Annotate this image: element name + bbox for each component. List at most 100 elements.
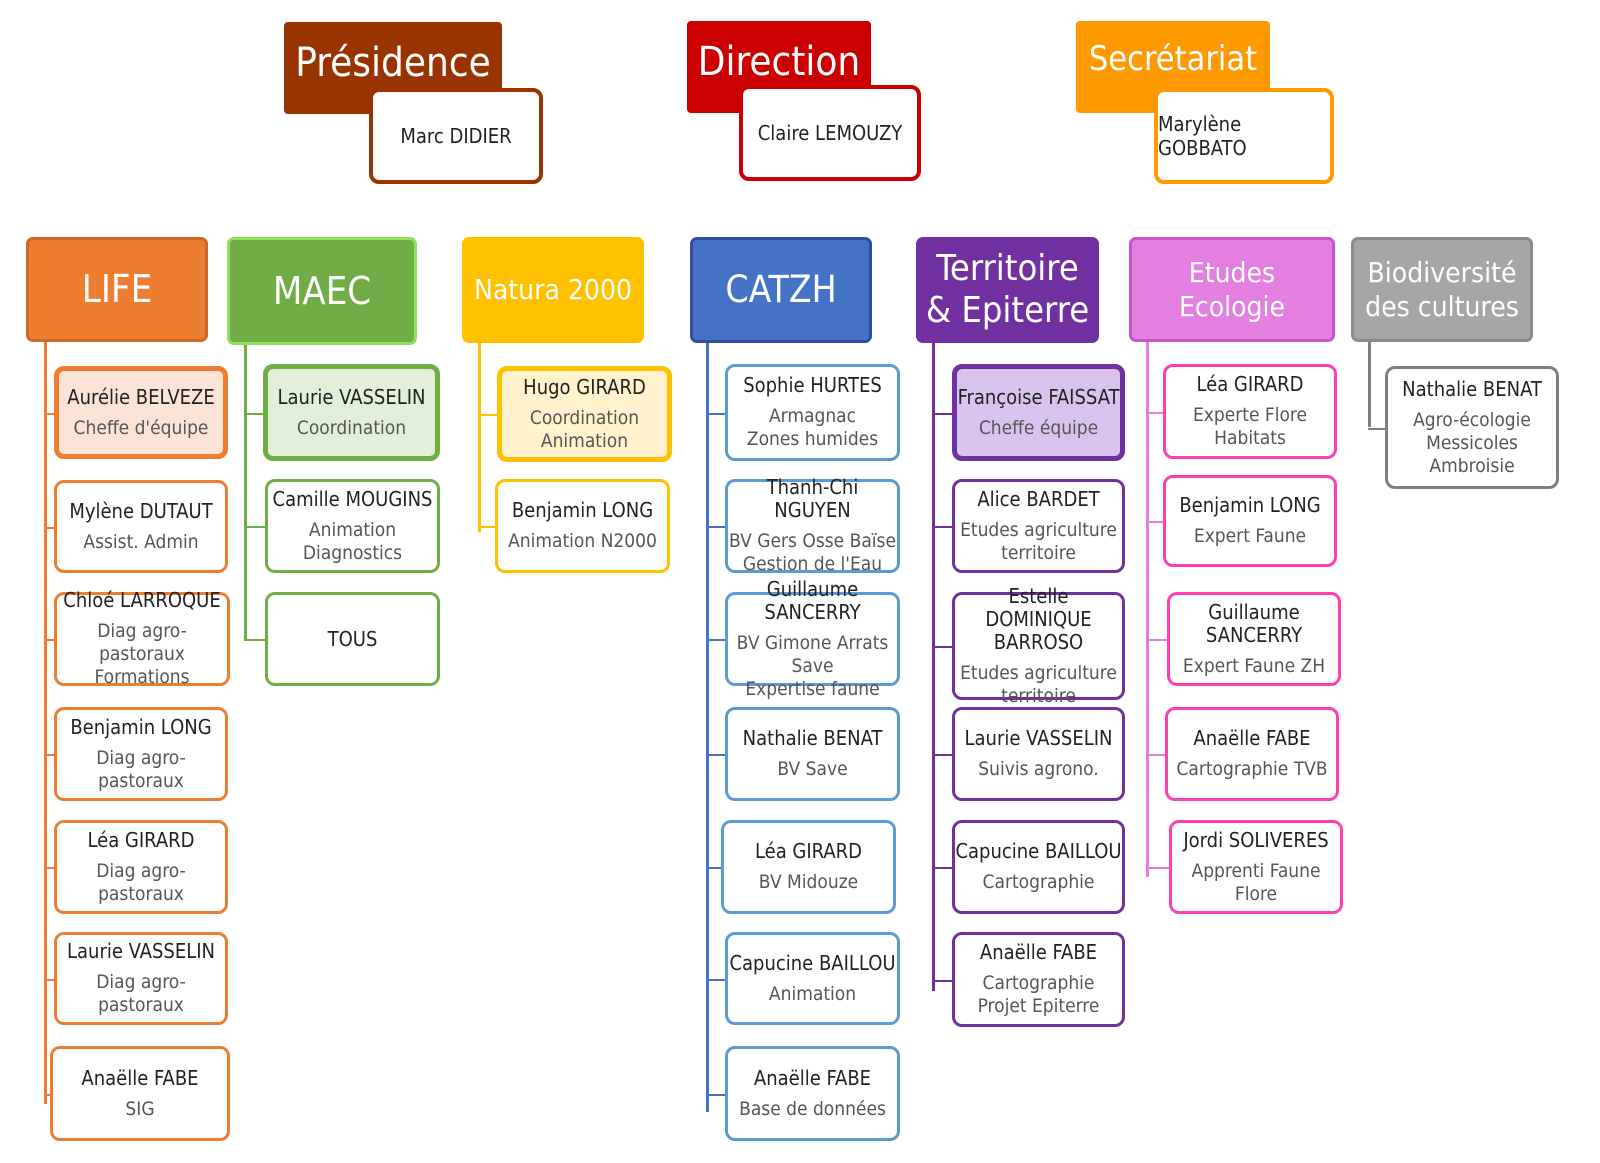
- etudes-branch-line: [1146, 412, 1163, 414]
- member-name: Laurie VASSELIN: [277, 384, 426, 409]
- catzh-branch-line: [706, 526, 725, 528]
- life-branch-line: [44, 527, 54, 529]
- member-name: Laurie VASSELIN: [964, 726, 1113, 750]
- member-name: Anaëlle FABE: [753, 1065, 872, 1090]
- catzh-branch-line: [706, 1094, 725, 1096]
- member-name: Guillaume SANCERRY: [1205, 599, 1303, 647]
- member-name: Léa GIRARD: [1196, 372, 1304, 396]
- member-role: Expert Faune ZH: [1182, 654, 1326, 677]
- life-branch-line: [44, 1094, 50, 1096]
- member-name: Estelle DOMINIQUE BARROSO: [985, 583, 1092, 654]
- member-role: BV Gers Osse Baïse Gestion de l'Eau: [729, 530, 896, 575]
- member-name: Benjamin LONG: [70, 714, 212, 739]
- life-member-card: Mylène DUTAUT Assist. Admin: [54, 480, 228, 573]
- member-name: Guillaume SANCERRY: [764, 576, 861, 624]
- territoire-branch-line: [932, 754, 952, 756]
- territoire-member-card: Anaëlle FABE Cartographie Projet Epiterre: [952, 932, 1125, 1027]
- member-name: Benjamin LONG: [511, 498, 654, 522]
- member-role: Animation Diagnostics: [302, 518, 403, 564]
- natura-header: Natura 2000: [462, 237, 644, 343]
- member-name: Laurie VASSELIN: [67, 939, 215, 963]
- member-role: Etudes agriculture territoire: [960, 518, 1117, 564]
- life-branch-line: [44, 413, 54, 415]
- member-role: Expert Faune: [1193, 525, 1307, 547]
- territoire-branch-line: [932, 413, 952, 415]
- direction-name: Claire LEMOUZY: [757, 121, 903, 145]
- member-name: Jordi SOLIVERES: [1183, 827, 1329, 852]
- maec-title: MAEC: [272, 268, 372, 313]
- member-name: TOUS: [327, 626, 378, 651]
- member-role: Base de données: [739, 1097, 886, 1120]
- member-role: Cheffe d'équipe: [73, 416, 209, 439]
- biodiversite-branch-line: [1368, 428, 1385, 430]
- member-role: Diag agro-pastoraux: [96, 859, 186, 905]
- territoire-branch-line: [932, 646, 952, 648]
- member-name: Alice BARDET: [977, 486, 1100, 511]
- maec-member-card: Camille MOUGINS Animation Diagnostics: [265, 479, 440, 573]
- territoire-branch-line: [932, 526, 952, 528]
- maec-connector: [244, 344, 247, 640]
- direction-title: Direction: [697, 39, 861, 85]
- catzh-branch-line: [706, 867, 721, 869]
- member-role: Etudes agriculture territoire: [960, 661, 1117, 707]
- territoire-branch-line: [932, 867, 952, 869]
- maec-branch-line: [244, 639, 265, 641]
- member-role: Cartographie TVB: [1176, 758, 1328, 780]
- presidence-title: Présidence: [295, 40, 491, 86]
- member-name: Mylène DUTAUT: [69, 498, 213, 523]
- natura-branch-line: [478, 526, 495, 528]
- member-name: Anaëlle FABE: [81, 1065, 199, 1090]
- catzh-member-card: Anaëlle FABE Base de données: [725, 1046, 900, 1141]
- territoire-header: Territoire & Epiterre: [916, 237, 1099, 343]
- member-name: Sophie HURTES: [743, 373, 882, 397]
- territoire-branch-line: [932, 980, 952, 982]
- territoire-member-card: Estelle DOMINIQUE BARROSO Etudes agricult…: [952, 584, 1125, 707]
- member-role: Assist. Admin: [83, 530, 199, 553]
- member-name: Anaëlle FABE: [979, 940, 1098, 964]
- biodiversite-connector: [1368, 342, 1371, 427]
- natura-title: Natura 2000: [474, 273, 632, 307]
- natura-connector: [478, 342, 481, 532]
- maec-branch-line: [244, 526, 265, 528]
- catzh-header: CATZH: [690, 237, 872, 343]
- territoire-member-card: Laurie VASSELIN Suivis agrono.: [952, 707, 1125, 801]
- member-role: Cartographie Projet Epiterre: [977, 972, 1100, 1017]
- catzh-branch-line: [706, 754, 725, 756]
- etudes-branch-line: [1146, 867, 1169, 869]
- member-role: BV Midouze: [758, 871, 859, 893]
- presidence-name-card: Marc DIDIER: [369, 88, 543, 184]
- member-role: SIG: [125, 1097, 155, 1120]
- etudes-title: Etudes Ecologie: [1178, 256, 1286, 323]
- member-name: Camille MOUGINS: [272, 486, 433, 511]
- etudes-member-card: Guillaume SANCERRY Expert Faune ZH: [1167, 592, 1341, 686]
- life-header: LIFE: [26, 237, 208, 342]
- catzh-branch-line: [706, 979, 725, 981]
- presidence-name: Marc DIDIER: [400, 124, 512, 148]
- member-role: Agro-écologie Messicoles Ambroisie: [1413, 408, 1531, 477]
- territoire-connector: [932, 342, 935, 991]
- member-role: Coordination: [296, 416, 407, 439]
- member-role: Suivis agrono.: [978, 758, 1099, 780]
- etudes-connector: [1146, 342, 1149, 877]
- member-name: Capucine BAILLOU: [955, 839, 1122, 863]
- secretariat-name-card: Marylène GOBBATO: [1154, 88, 1334, 184]
- etudes-branch-line: [1146, 521, 1163, 523]
- life-branch-line: [44, 979, 54, 981]
- member-role: Apprenti Faune Flore: [1191, 859, 1321, 905]
- maec-branch-line: [244, 413, 263, 415]
- member-name: Nathalie BENAT: [742, 726, 883, 750]
- life-branch-line: [44, 867, 54, 869]
- member-name: Capucine BAILLOU: [729, 950, 896, 975]
- member-name: Thanh-Chi NGUYEN: [766, 475, 859, 522]
